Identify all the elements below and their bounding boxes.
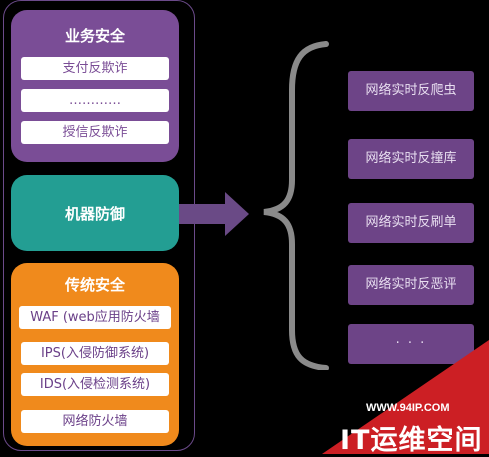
business-security-item: ………… xyxy=(21,89,169,112)
traditional-security-item: IDS(入侵检测系统) xyxy=(21,373,169,396)
traditional-security-item: 网络防火墙 xyxy=(21,410,169,433)
business-security-panel: 业务安全 支付反欺诈 ………… 授信反欺诈 xyxy=(11,10,179,162)
business-security-title: 业务安全 xyxy=(64,27,125,45)
right-arrow-icon xyxy=(179,192,249,236)
business-security-item: 授信反欺诈 xyxy=(21,121,169,144)
watermark-url: WWW.94IP.COM xyxy=(366,402,450,414)
curly-brace-icon xyxy=(263,41,329,370)
right-item: 网络实时反爬虫 xyxy=(348,71,474,111)
machine-defense-panel: 机器防御 xyxy=(11,175,179,251)
left-column-frame xyxy=(3,0,195,451)
watermark-name: IT运维空间 xyxy=(340,425,483,456)
traditional-security-item: WAF (web应用防火墙 xyxy=(19,306,171,329)
right-item: 网络实时反撞库 xyxy=(348,139,474,179)
right-item-ellipsis: · · · xyxy=(348,324,474,364)
right-item: 网络实时反恶评 xyxy=(348,265,474,305)
traditional-security-panel: 传统安全 WAF (web应用防火墙 IPS(入侵防御系统) IDS(入侵检测系… xyxy=(11,263,179,446)
business-security-item: 支付反欺诈 xyxy=(21,57,169,80)
machine-defense-title: 机器防御 xyxy=(64,205,125,223)
traditional-security-item: IPS(入侵防御系统) xyxy=(21,342,169,365)
traditional-security-title: 传统安全 xyxy=(64,276,125,294)
right-item: 网络实时反刷单 xyxy=(348,203,474,243)
